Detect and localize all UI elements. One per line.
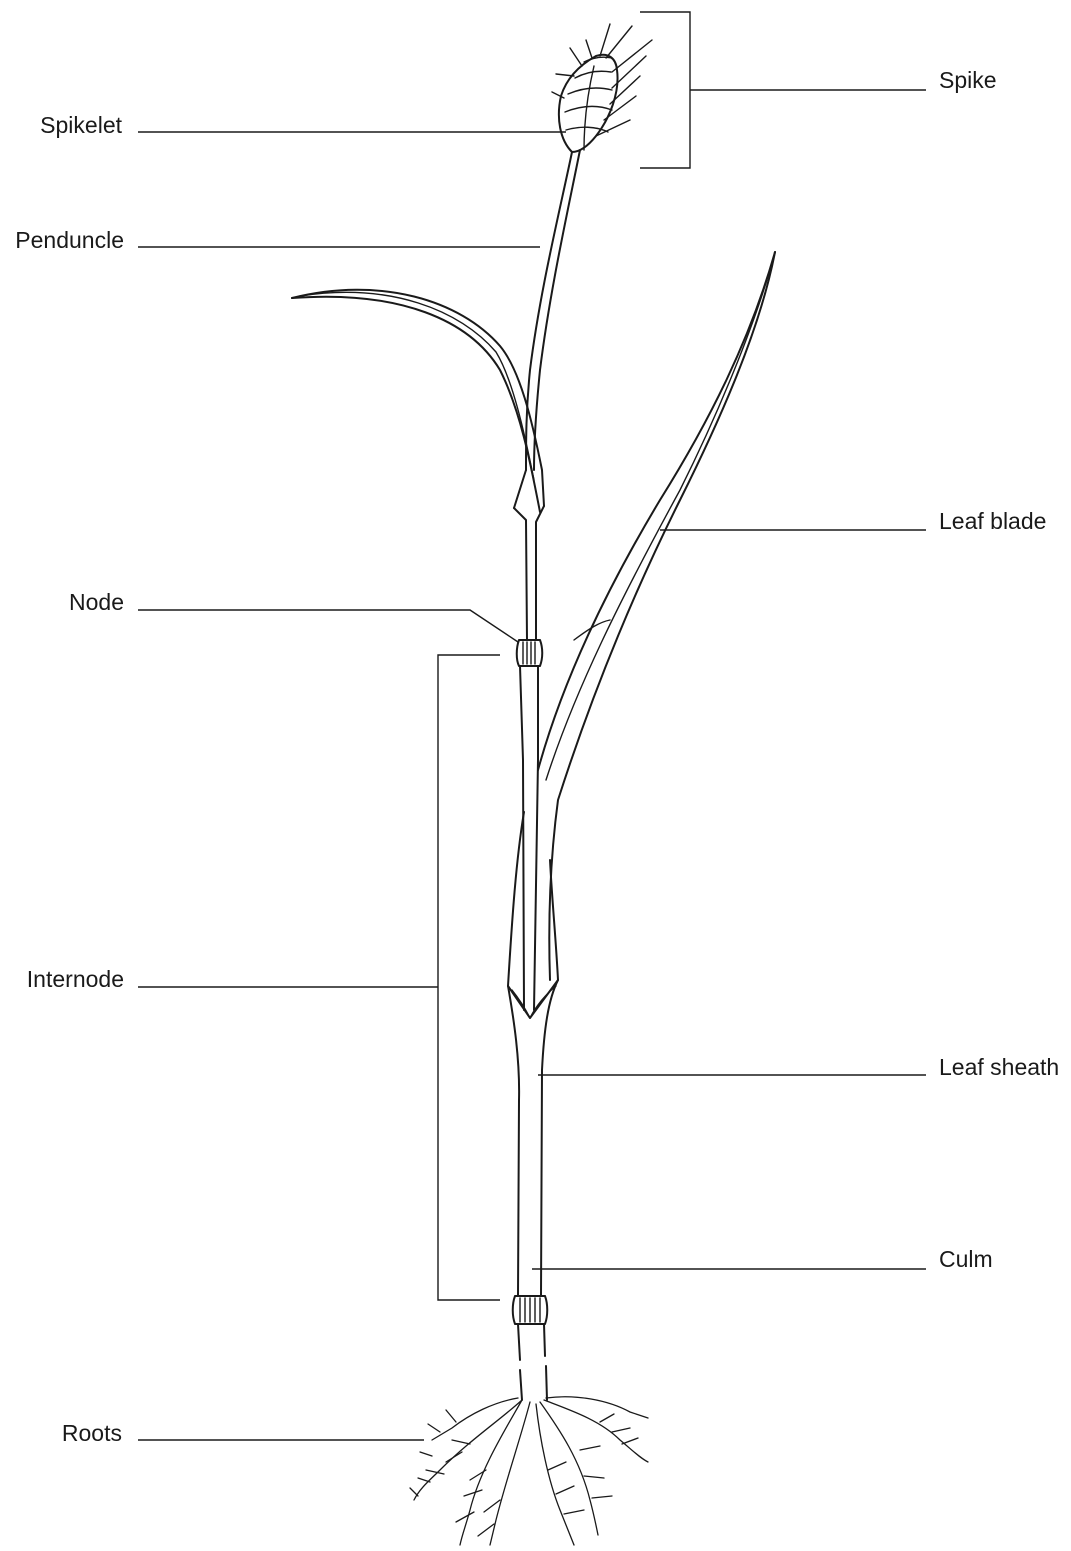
culm-base: [518, 1324, 547, 1400]
label-leaf-sheath: Leaf sheath: [939, 1054, 1059, 1080]
label-leaf-blade: Leaf blade: [939, 508, 1046, 534]
upper-stem: [514, 470, 544, 640]
flag-leaf: [292, 290, 544, 512]
label-culm: Culm: [939, 1246, 993, 1272]
peduncle: [526, 150, 580, 470]
spike-bracket: [640, 12, 690, 168]
label-spike: Spike: [939, 67, 997, 93]
node-leader: [138, 610, 518, 642]
lower-culm: [518, 1070, 542, 1296]
upper-node: [517, 640, 543, 666]
label-roots: Roots: [62, 1420, 122, 1446]
internode-bracket: [438, 655, 500, 1300]
lower-node: [513, 1296, 548, 1324]
leaf-blade: [538, 252, 775, 980]
wheat-plant: [292, 24, 775, 1545]
spike-head: [552, 24, 652, 152]
label-peduncle: Penduncle: [15, 227, 124, 253]
leaf-sheath-drawing: [508, 812, 558, 1100]
middle-stem: [520, 666, 538, 1010]
leader-lines: [138, 12, 926, 1440]
label-internode: Internode: [27, 966, 124, 992]
label-node: Node: [69, 589, 124, 615]
roots-drawing: [410, 1397, 648, 1545]
label-spikelet: Spikelet: [40, 112, 122, 138]
